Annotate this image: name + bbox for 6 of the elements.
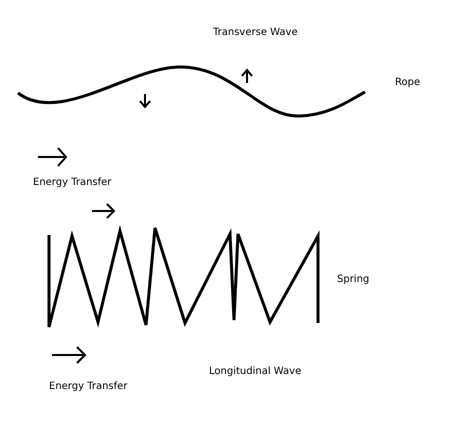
wave-label: Longitudinal Wave (209, 366, 302, 377)
energy-label: Energy Transfer (49, 381, 128, 392)
part-label: Rope (395, 77, 420, 88)
energy-label: Energy Transfer (33, 177, 112, 188)
wave-label: Transverse Wave (213, 27, 298, 38)
part-label: Spring (337, 274, 370, 285)
